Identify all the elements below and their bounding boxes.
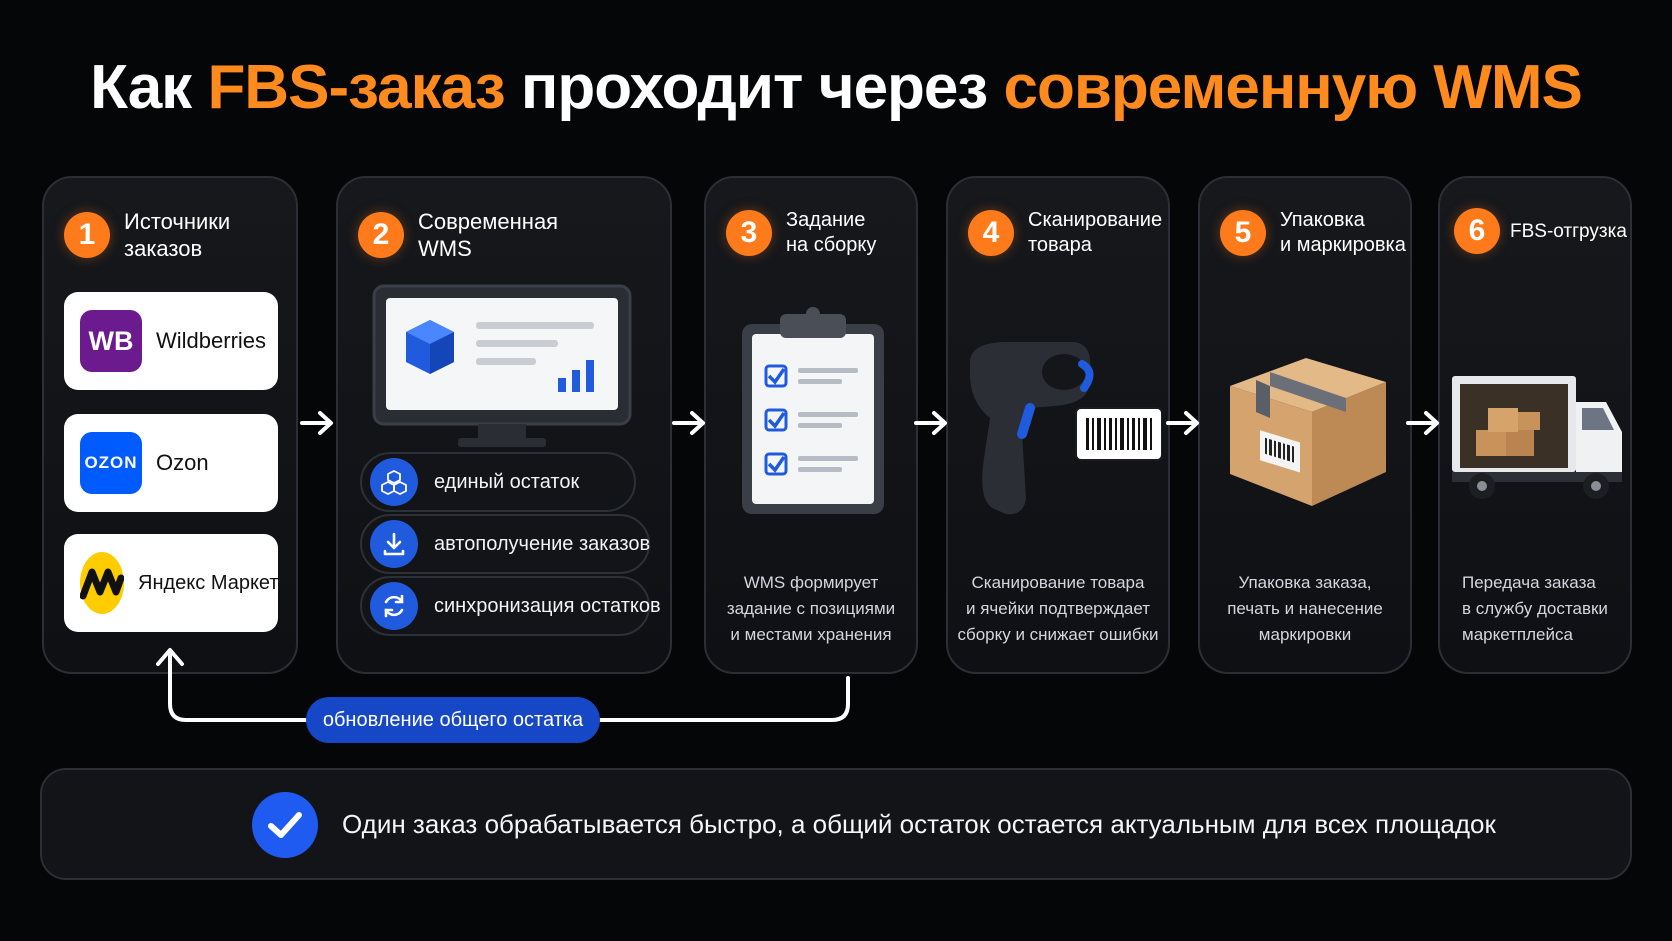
summary-banner: Один заказ обрабатывается быстро, а общи…: [40, 768, 1632, 880]
wms-feature-stock-sync: синхронизация остатков: [360, 576, 661, 636]
flow-arrow-icon: [914, 411, 947, 435]
step-header: 1 Источники заказов: [64, 208, 230, 262]
step-number-badge: 4: [968, 210, 1014, 256]
step-number-badge: 6: [1454, 208, 1500, 254]
marketplace-yandex-market: Яндекс Маркет: [64, 534, 279, 632]
step-card-modern-wms: 2 Современная WMS единый остаток: [336, 176, 672, 674]
step-description: Передача заказа в службу доставки маркет…: [1462, 573, 1608, 644]
step-card-fbs-shipment: 6 FBS-отгрузка Передача заказа в службу …: [1438, 176, 1632, 674]
step-number-badge: 3: [726, 210, 772, 256]
wms-feature-auto-orders: автополучение заказов: [360, 514, 650, 574]
step-header: 4 Сканирование товара: [968, 208, 1162, 258]
step-number-badge: 2: [358, 212, 404, 258]
step-header: 5 Упаковка и маркировка: [1220, 208, 1406, 258]
page-title: Как FBS-заказ проходит через современную…: [0, 52, 1672, 123]
step-description: Упаковка заказа, печать и нанесение марк…: [1227, 573, 1383, 644]
title-part-1: Как: [90, 53, 208, 122]
sync-icon: [370, 582, 418, 630]
step-title: Упаковка и маркировка: [1280, 209, 1406, 256]
step-title: Источники заказов: [124, 209, 231, 261]
step-header: 6 FBS-отгрузка: [1454, 208, 1627, 254]
step-title: Сканирование товара: [1028, 209, 1163, 256]
download-icon: [370, 520, 418, 568]
step-header: 3 Задание на сборку: [726, 208, 876, 258]
step-description: WMS формирует задание с позициями и мест…: [726, 573, 896, 644]
clipboard-checklist-icon: [740, 306, 886, 521]
boxes-icon: [370, 458, 418, 506]
step-title: Задание на сборку: [786, 209, 877, 256]
step-title: FBS-отгрузка: [1510, 220, 1627, 242]
wildberries-logo-icon: WB: [80, 310, 142, 372]
marketplace-wildberries: WB Wildberries: [64, 292, 278, 390]
title-accent-2: современную WMS: [1003, 53, 1582, 122]
step-header: 2 Современная WMS: [358, 208, 558, 262]
step-card-scanning: 4 Сканирование товара Сканирование товар…: [946, 176, 1170, 674]
package-box-icon: [1220, 350, 1392, 515]
marketplace-ozon: OZON Ozon: [64, 414, 278, 512]
wms-feature-unified-stock: единый остаток: [360, 452, 636, 512]
step-number-badge: 5: [1220, 210, 1266, 256]
step-card-picking-task: 3 Задание на сборку WMS формирует задани…: [704, 176, 918, 674]
step-description: Сканирование товара и ячейки подтверждае…: [957, 573, 1159, 644]
stock-update-label: обновление общего остатка: [306, 697, 600, 743]
title-accent-1: FBS-заказ: [207, 53, 505, 122]
yandex-market-logo-icon: [80, 552, 124, 614]
flow-arrow-icon: [1166, 411, 1199, 435]
marketplace-name: Яндекс Маркет: [138, 571, 279, 594]
step-card-packing: 5 Упаковка и маркировка Упаковка заказа,…: [1198, 176, 1412, 674]
monitor-dashboard-icon: [372, 284, 632, 455]
flow-arrow-icon: [1406, 411, 1439, 435]
summary-text: Один заказ обрабатывается быстро, а общи…: [342, 808, 1496, 839]
checkmark-icon: [252, 792, 318, 858]
marketplace-name: Wildberries: [156, 328, 267, 353]
marketplace-name: Ozon: [156, 450, 209, 475]
flow-arrow-icon: [300, 411, 333, 435]
step-title: Современная WMS: [418, 209, 559, 261]
delivery-truck-icon: [1448, 368, 1628, 513]
step-number-badge: 1: [64, 212, 110, 258]
barcode-scanner-icon: [962, 338, 1163, 529]
step-card-order-sources: 1 Источники заказов WB Wildberries OZON …: [42, 176, 298, 674]
flow-arrow-icon: [672, 411, 705, 435]
ozon-logo-icon: OZON: [80, 432, 142, 494]
title-part-2: проходит через: [504, 53, 1004, 122]
